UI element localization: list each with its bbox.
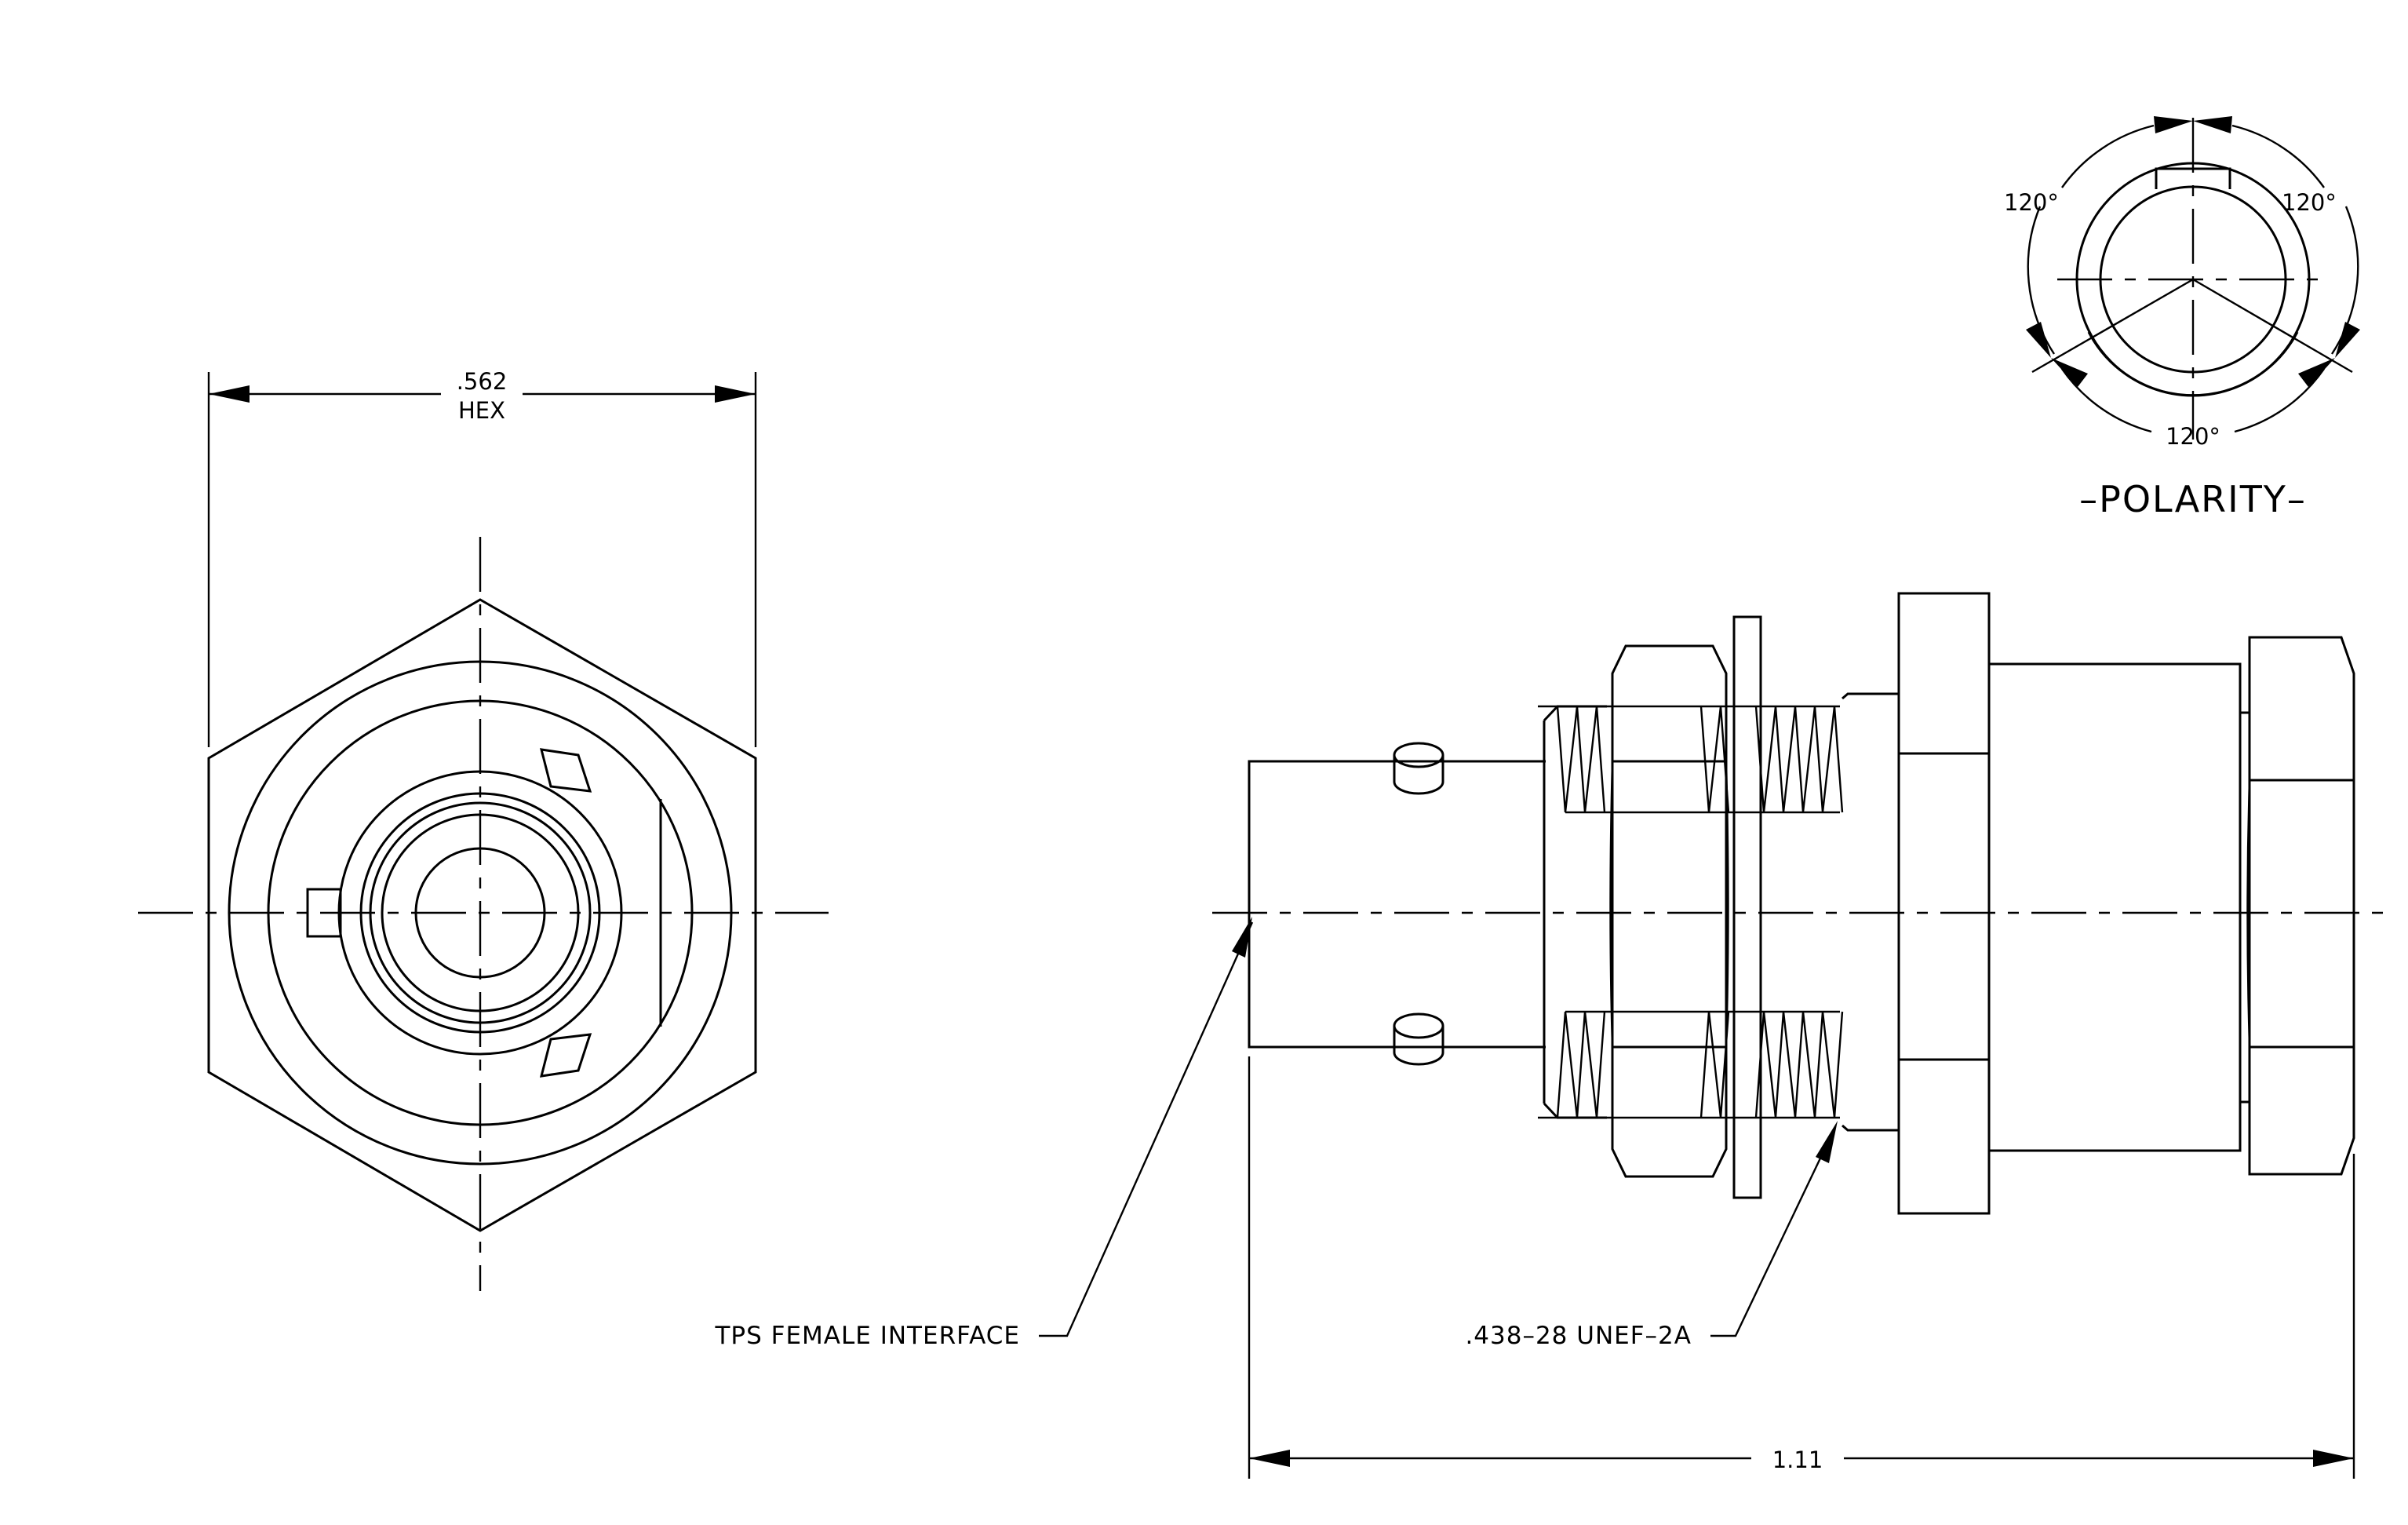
interface-barrel: [1248, 760, 1546, 1049]
angle-top-left: 120°: [2004, 189, 2059, 216]
rear-hex: [2239, 636, 2355, 1176]
bayonet-stud-top: [1393, 742, 1444, 795]
thread-callout-text: .438–28 UNEF–2A: [1465, 1322, 1692, 1350]
polarity-detail: 120° 120° 120° –POLARITY–: [2004, 116, 2360, 520]
thread-section: [1538, 692, 1900, 1132]
interface-callout: TPS FEMALE INTERFACE: [714, 917, 1254, 1350]
hex-dimension: .562 HEX: [207, 368, 757, 747]
length-dim-value: 1.11: [1772, 1447, 1823, 1473]
front-view: .562 HEX: [138, 368, 829, 1291]
hex-dim-unit: HEX: [458, 397, 505, 424]
flange: [1897, 592, 1991, 1215]
angle-bottom: 120°: [2166, 423, 2220, 450]
thread-callout: .438–28 UNEF–2A: [1465, 1121, 1838, 1350]
polarity-ray-right: [2192, 278, 2353, 374]
key-bottom: [539, 1033, 592, 1078]
polarity-title: –POLARITY–: [2079, 478, 2307, 520]
rear-body: [1987, 662, 2242, 1152]
hex-dim-value: .562: [457, 368, 508, 395]
polarity-ray-left: [2031, 278, 2194, 374]
hex-outline: [207, 598, 757, 1232]
key-top: [539, 748, 592, 793]
side-view: 1.11 TPS FEMALE INTERFACE .438–28 UNEF–2…: [714, 592, 2393, 1479]
lock-washer: [1732, 615, 1762, 1199]
bayonet-stud-bottom: [1393, 1012, 1444, 1066]
length-dimension: 1.11: [1248, 1056, 2355, 1479]
interface-callout-text: TPS FEMALE INTERFACE: [714, 1322, 1020, 1350]
hex-nut: [1609, 644, 1729, 1178]
angle-top-right: 120°: [2282, 189, 2337, 216]
